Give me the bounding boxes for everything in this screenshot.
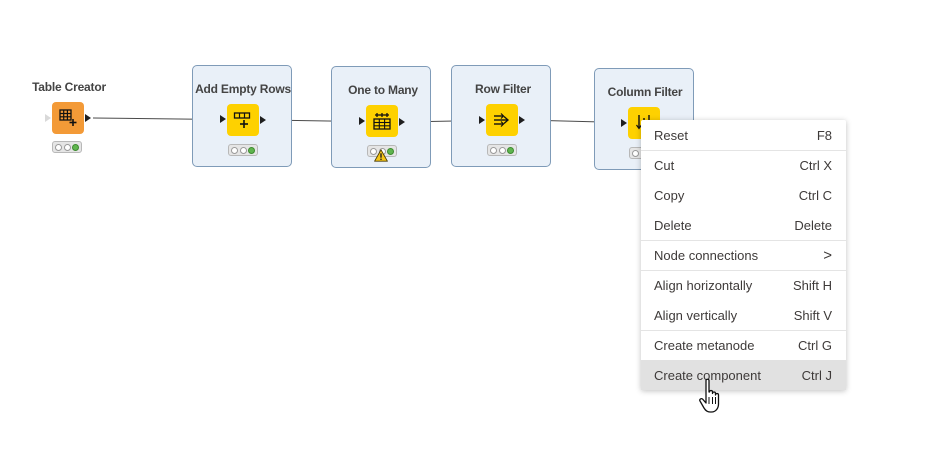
menu-item-shortcut: Delete bbox=[794, 217, 832, 233]
node-title: Row Filter bbox=[474, 82, 531, 96]
menu-item-label: Node connections bbox=[654, 248, 759, 263]
hand-pointer-icon bbox=[699, 378, 720, 413]
status-light-red bbox=[490, 146, 498, 154]
chevron-right-icon: > bbox=[823, 247, 832, 264]
input-port[interactable] bbox=[220, 115, 226, 123]
one-to-many-icon bbox=[366, 105, 398, 137]
output-port[interactable] bbox=[399, 118, 405, 126]
menu-item-shortcut: Ctrl J bbox=[801, 367, 832, 383]
context-menu: Reset F8 Cut Ctrl X Copy Ctrl C Delete D… bbox=[641, 120, 846, 390]
node-title: Table Creator bbox=[32, 80, 106, 94]
menu-item-shortcut: Ctrl G bbox=[798, 338, 832, 353]
status-light-green bbox=[71, 143, 79, 151]
status-light-yellow bbox=[498, 146, 506, 154]
row-filter-icon bbox=[486, 104, 518, 136]
menu-item-label: Delete bbox=[654, 217, 692, 233]
menu-item-label: Align vertically bbox=[654, 307, 738, 323]
status-light-green bbox=[386, 147, 394, 155]
node-title: One to Many bbox=[348, 83, 418, 97]
menu-item-align-horizontally[interactable]: Align horizontally Shift H bbox=[641, 270, 846, 300]
output-port[interactable] bbox=[85, 114, 91, 122]
status-light-yellow bbox=[63, 143, 71, 151]
status-light-yellow bbox=[239, 146, 247, 154]
status-light-green bbox=[506, 146, 514, 154]
menu-item-shortcut: Shift V bbox=[793, 307, 832, 323]
input-port[interactable] bbox=[621, 119, 627, 127]
menu-item-create-metanode[interactable]: Create metanode Ctrl G bbox=[641, 330, 846, 360]
menu-item-shortcut: Shift H bbox=[792, 278, 832, 293]
add-rows-icon bbox=[227, 104, 259, 136]
menu-item-label: Align horizontally bbox=[654, 278, 753, 293]
menu-item-shortcut: Ctrl C bbox=[798, 187, 832, 203]
output-port[interactable] bbox=[260, 116, 266, 124]
status-light-green bbox=[247, 146, 255, 154]
menu-item-node-connections[interactable]: Node connections > bbox=[641, 240, 846, 270]
menu-item-delete[interactable]: Delete Delete bbox=[641, 210, 846, 240]
menu-item-shortcut: Ctrl X bbox=[799, 158, 833, 173]
menu-item-align-vertically[interactable]: Align vertically Shift V bbox=[641, 300, 846, 330]
input-port[interactable] bbox=[479, 116, 485, 124]
status-traffic-light bbox=[487, 144, 517, 156]
input-port bbox=[45, 114, 51, 122]
menu-item-shortcut: F8 bbox=[816, 127, 832, 143]
menu-item-create-component[interactable]: Create component Ctrl J bbox=[641, 360, 846, 390]
input-port[interactable] bbox=[359, 117, 365, 125]
status-light-red bbox=[231, 146, 239, 154]
menu-item-reset[interactable]: Reset F8 bbox=[641, 120, 846, 150]
menu-item-label: Reset bbox=[654, 127, 688, 143]
menu-item-label: Create metanode bbox=[654, 338, 755, 353]
menu-item-cut[interactable]: Cut Ctrl X bbox=[641, 150, 846, 180]
status-traffic-light bbox=[228, 144, 258, 156]
menu-item-label: Create component bbox=[654, 367, 761, 383]
menu-item-label: Copy bbox=[654, 187, 685, 203]
status-traffic-light bbox=[52, 141, 82, 153]
menu-item-label: Cut bbox=[654, 158, 675, 173]
status-light-red bbox=[370, 147, 378, 155]
menu-item-copy[interactable]: Copy Ctrl C bbox=[641, 180, 846, 210]
output-port[interactable] bbox=[519, 116, 525, 124]
status-light-red bbox=[632, 149, 640, 157]
table-plus-icon bbox=[52, 102, 84, 134]
node-title: Column Filter bbox=[607, 85, 683, 99]
status-light-red bbox=[55, 143, 63, 151]
node-title: Add Empty Rows bbox=[195, 82, 291, 96]
warning-icon[interactable] bbox=[374, 149, 388, 162]
